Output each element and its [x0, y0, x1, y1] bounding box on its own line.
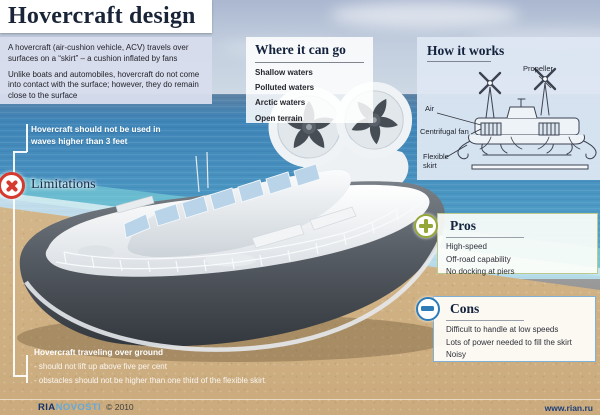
intro-paragraph: A hovercraft (air-cushion vehicle, ACV) … — [8, 43, 189, 63]
cabin-windows — [123, 163, 321, 239]
connector-line — [26, 124, 28, 152]
divider — [427, 61, 491, 62]
cons-list: Difficult to handle at low speeds Lots o… — [446, 325, 587, 359]
diagram-label-flexible-skirt: Flexible skirt — [423, 152, 449, 170]
hovercraft-cross-section-diagram — [436, 67, 597, 170]
list-item: Difficult to handle at low speeds — [446, 325, 559, 334]
limitations-label: Limitations — [31, 177, 96, 192]
diagram-label-centrifugal-fan: Centrifugal fan — [420, 127, 469, 136]
brand-novosti: NOVOSTI — [55, 402, 102, 413]
deck-railing — [55, 199, 425, 273]
where-heading: Where it can go — [255, 42, 346, 57]
brand-logo: RIANOVOSTI © 2010 — [38, 402, 134, 413]
ground-note-heading: Hovercraft traveling over ground — [34, 347, 164, 357]
connector-line — [26, 355, 28, 383]
where-it-can-go-panel: Where it can go Shallow waters Polluted … — [246, 37, 373, 123]
list-item: Open terrain — [255, 113, 303, 123]
ground-limitation-note: Hovercraft traveling over ground - shoul… — [34, 347, 304, 390]
waves-limitation-note: Hovercraft should not be used in waves h… — [31, 124, 161, 146]
plus-icon — [414, 214, 438, 238]
where-list: Shallow waters Polluted waters Arctic wa… — [255, 68, 364, 123]
pros-panel: Pros High-speed Off-road capability No d… — [437, 213, 598, 276]
intro-paragraph: Unlike boats and automobiles, hovercraft… — [8, 69, 200, 101]
connector-line — [13, 151, 27, 153]
how-it-works-panel: How it works Propeller Air Centrifugal f… — [417, 37, 600, 180]
cloud — [330, 2, 520, 28]
diagram-label-air: Air — [425, 104, 435, 113]
cons-panel: Cons Difficult to handle at low speeds L… — [433, 296, 596, 362]
list-item: Noisy — [446, 350, 467, 360]
divider — [255, 62, 364, 63]
pros-heading: Pros — [450, 218, 476, 233]
cons-heading: Cons — [450, 301, 480, 316]
brand-ria: RIA — [38, 402, 56, 413]
intro-panel: A hovercraft (air-cushion vehicle, ACV) … — [0, 37, 212, 104]
list-item: No docking at piers — [446, 267, 515, 277]
divider — [446, 320, 524, 321]
pros-list: High-speed Off-road capability No dockin… — [446, 242, 589, 276]
footer-divider — [0, 399, 600, 400]
copyright-text: © 2010 — [106, 402, 134, 412]
list-item: Polluted waters — [255, 83, 315, 93]
list-item: High-speed — [446, 242, 487, 251]
minus-icon — [416, 297, 440, 321]
connector-line — [13, 151, 15, 376]
divider — [446, 237, 524, 238]
ground-note-list: - should not lift up above five per cent… — [34, 362, 304, 385]
diagram-label-propeller: Propeller — [523, 64, 554, 73]
list-item: Arctic waters — [255, 98, 306, 108]
page-title: Hovercraft design — [8, 3, 196, 29]
title-banner: Hovercraft design — [0, 0, 212, 33]
list-item: Off-road capability — [446, 254, 511, 264]
how-heading: How it works — [427, 43, 505, 58]
list-item: - obstacles should not be higher than on… — [34, 376, 265, 385]
list-item: Lots of power needed to fill the skirt — [446, 337, 572, 347]
website-link[interactable]: www.rian.ru — [544, 403, 593, 413]
list-item: - should not lift up above five per cent — [34, 362, 167, 371]
connector-line — [13, 375, 27, 377]
list-item: Shallow waters — [255, 68, 313, 77]
x-icon — [0, 172, 25, 199]
